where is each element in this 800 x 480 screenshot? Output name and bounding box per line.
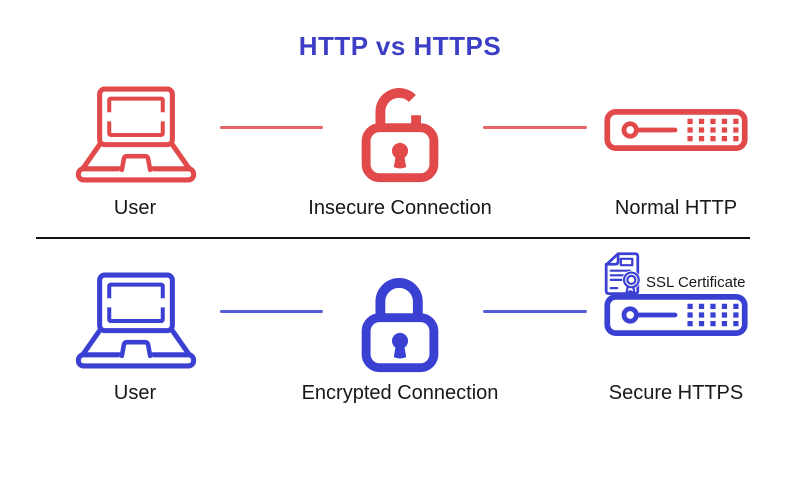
server-label: Normal HTTP — [614, 197, 738, 219]
connection-line — [220, 126, 323, 129]
connection-line — [220, 310, 323, 313]
row-divider — [36, 237, 750, 239]
ssl-certificate-icon — [597, 249, 641, 297]
connection-label: Encrypted Connection — [301, 382, 499, 404]
user-label: User — [113, 197, 157, 219]
user-label: User — [113, 382, 157, 404]
connection-label: Insecure Connection — [308, 197, 492, 219]
server-icon — [602, 109, 750, 151]
padlock-closed-icon — [357, 266, 443, 373]
connection-line — [483, 310, 587, 313]
server-label: Secure HTTPS — [608, 382, 744, 404]
laptop-icon — [72, 85, 200, 186]
ssl-certificate-label: SSL Certificate — [646, 274, 746, 291]
server-icon — [602, 294, 750, 336]
padlock-open-icon — [357, 76, 443, 183]
connection-line — [483, 126, 587, 129]
laptop-icon — [72, 271, 200, 372]
page-title: HTTP vs HTTPS — [298, 31, 502, 61]
